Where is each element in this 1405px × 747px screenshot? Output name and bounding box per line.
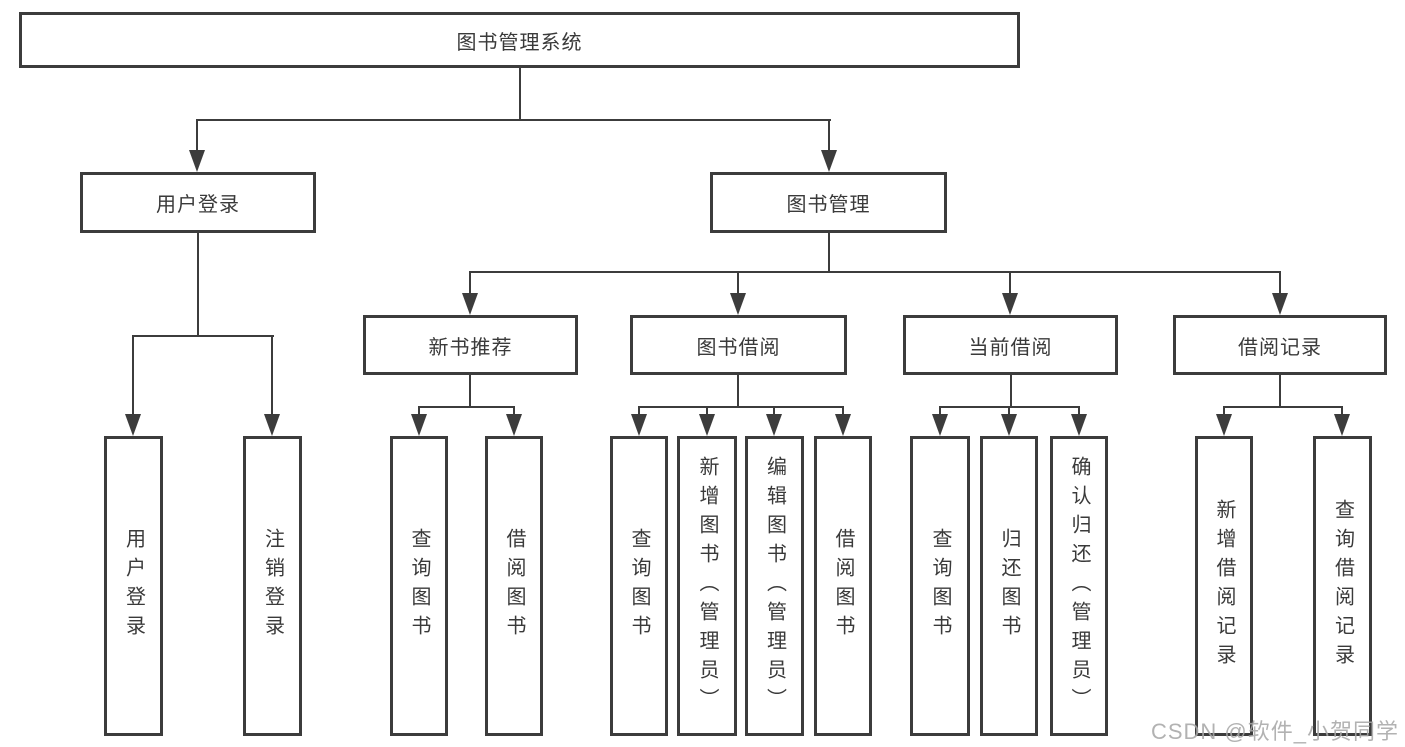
leaf-cb-query-books-label: 查询图书 [929,528,951,644]
leaf-br-add-record: 新增借阅记录 [1195,436,1253,736]
arrowhead-book-management [821,150,837,172]
connector-drop-leaf-logout [271,335,273,416]
connector-drop-nbr-borrow [513,406,515,416]
leaf-br-query-record: 查询借阅记录 [1313,436,1372,736]
connector-drop-bb-add [706,406,708,416]
arrowhead-bb-borrow [835,414,851,436]
arrowhead-book-borrowing [730,293,746,315]
arrowhead-leaf-logout [264,414,280,436]
connector-drop-new-book-recommend [469,271,471,295]
node-book-management-label: 图书管理 [786,194,871,216]
node-library-management-system: 图书管理系统 [19,12,1020,68]
connector-drop-bb-edit [773,406,775,416]
arrowhead-leaf-user-login [125,414,141,436]
connector-br-branch [1223,406,1343,408]
connector-drop-current-borrowing [1009,271,1011,295]
node-new-book-recommend: 新书推荐 [363,315,578,375]
leaf-bb-borrow-books-label: 借阅图书 [832,528,854,644]
leaf-nbr-borrow-books-label: 借阅图书 [503,528,525,644]
arrowhead-nbr-query [411,414,427,436]
leaf-bb-query-books-label: 查询图书 [628,528,650,644]
leaf-bb-add-books-admin: 新增图书（管理员） [677,436,737,736]
leaf-logout-login-label: 注销登录 [261,528,284,644]
leaf-nbr-query-books-label: 查询图书 [408,528,430,644]
leaf-cb-return-books: 归还图书 [980,436,1038,736]
connector-drop-cb-return [1008,406,1010,416]
connector-drop-nbr-query [418,406,420,416]
connector-nbr-stem [469,375,471,408]
connector-drop-bb-query [638,406,640,416]
connector-drop-leaf-user-login [132,335,134,416]
node-book-borrowing: 图书借阅 [630,315,847,375]
arrowhead-nbr-borrow [506,414,522,436]
connector-cb-stem [1010,375,1012,408]
connector-bb-branch [638,406,844,408]
connector-bb-stem [737,375,739,408]
connector-drop-cb-query [939,406,941,416]
connector-user-login-stem [197,233,199,336]
connector-drop-book-management [828,119,830,152]
arrowhead-br-query [1334,414,1350,436]
arrowhead-cb-query [932,414,948,436]
leaf-nbr-borrow-books: 借阅图书 [485,436,543,736]
arrowhead-borrowing-records [1272,293,1288,315]
leaf-bb-add-books-admin-label: 新增图书（管理员） [696,455,718,717]
arrowhead-bb-add [699,414,715,436]
node-current-borrowing: 当前借阅 [903,315,1118,375]
leaf-cb-confirm-return-admin: 确认归还（管理员） [1050,436,1108,736]
leaf-cb-confirm-return-admin-label: 确认归还（管理员） [1068,455,1090,717]
connector-drop-br-add [1223,406,1225,416]
node-book-management: 图书管理 [710,172,947,233]
node-user-login: 用户登录 [80,172,316,233]
connector-root-branch [196,119,831,121]
arrowhead-br-add [1216,414,1232,436]
node-new-book-recommend-label: 新书推荐 [428,336,513,359]
connector-book-management-stem [828,233,830,273]
arrowhead-current-borrowing [1002,293,1018,315]
arrowhead-new-book-recommend [462,293,478,315]
arrowhead-user-login [189,150,205,172]
leaf-bb-edit-books-admin-label: 编辑图书（管理员） [763,455,786,717]
arrowhead-bb-query [631,414,647,436]
connector-drop-bb-borrow [842,406,844,416]
leaf-cb-query-books: 查询图书 [910,436,970,736]
leaf-user-login-label: 用户登录 [122,528,145,644]
arrowhead-bb-edit [766,414,782,436]
leaf-br-add-record-label: 新增借阅记录 [1213,499,1235,673]
connector-drop-borrowing-records [1279,271,1281,295]
node-borrowing-records-label: 借阅记录 [1238,336,1322,359]
connector-drop-br-query [1341,406,1343,416]
leaf-logout-login: 注销登录 [243,436,302,736]
node-current-borrowing-label: 当前借阅 [968,336,1053,359]
leaf-user-login: 用户登录 [104,436,163,736]
leaf-cb-return-books-label: 归还图书 [998,528,1020,644]
connector-drop-book-borrowing [737,271,739,295]
leaf-bb-query-books: 查询图书 [610,436,668,736]
connector-book-management-branch [469,271,1281,273]
connector-nbr-branch [418,406,515,408]
connector-drop-cb-confirm [1078,406,1080,416]
arrowhead-cb-return [1001,414,1017,436]
node-user-login-label: 用户登录 [156,194,240,216]
node-library-management-system-label: 图书管理系统 [456,31,583,54]
connector-br-stem [1279,375,1281,408]
leaf-bb-borrow-books: 借阅图书 [814,436,872,736]
node-borrowing-records: 借阅记录 [1173,315,1387,375]
leaf-br-query-record-label: 查询借阅记录 [1331,499,1354,673]
leaf-bb-edit-books-admin: 编辑图书（管理员） [745,436,804,736]
connector-root-stem [519,67,521,121]
connector-user-login-branch [132,335,274,337]
leaf-nbr-query-books: 查询图书 [390,436,448,736]
arrowhead-cb-confirm [1071,414,1087,436]
node-book-borrowing-label: 图书借阅 [696,336,781,359]
connector-drop-user-login [196,119,198,152]
watermark: CSDN @软件_小贺同学 [1150,719,1399,744]
